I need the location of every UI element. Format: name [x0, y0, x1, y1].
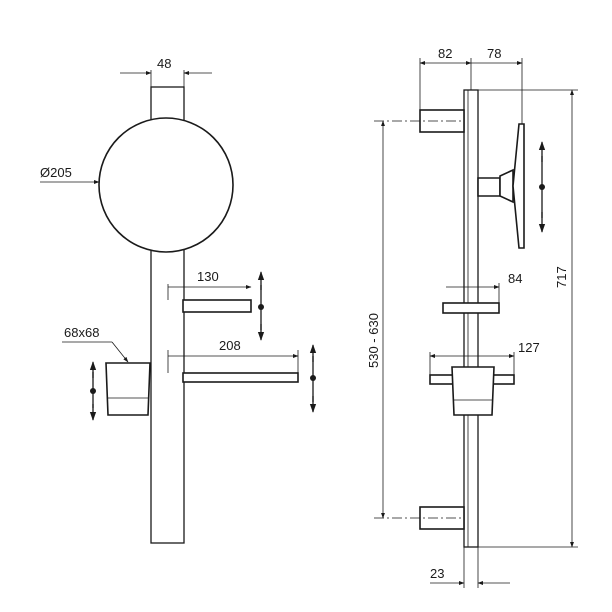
dim-top-width-label: 48 [157, 56, 171, 71]
side-rail [463, 89, 479, 548]
front-mirror [98, 117, 234, 253]
dim-cup-label: 68x68 [64, 325, 99, 340]
upper-shelf-adjust-dot [258, 304, 264, 310]
side-mirror-arm [477, 177, 501, 197]
dim-82-label: 82 [438, 46, 452, 61]
side-mirror-plate [512, 123, 525, 249]
front-lower-shelf [182, 372, 299, 383]
lower-shelf-adjust-dot [310, 375, 316, 381]
side-cup [451, 366, 495, 416]
front-pole [150, 86, 185, 544]
dim-23-label: 23 [430, 566, 444, 581]
mirror-adjust-dot [539, 184, 545, 190]
front-cup [105, 362, 151, 416]
front-view: 48 Ø205 130 208 68x68 [40, 56, 317, 544]
side-mirror-joint [499, 168, 514, 204]
cup-adjust-dot [90, 388, 96, 394]
front-upper-shelf [182, 299, 252, 313]
dim-total-height-label: 717 [554, 266, 569, 288]
dim-84-label: 84 [508, 271, 522, 286]
side-view: 82 78 84 127 530 - 630 717 23 [366, 46, 578, 588]
dim-diameter-label: Ø205 [40, 165, 72, 180]
dim-78-label: 78 [487, 46, 501, 61]
side-upper-shelf [442, 302, 500, 314]
dim-lower-shelf-label: 208 [219, 338, 241, 353]
dim-upper-shelf-label: 130 [197, 269, 219, 284]
dim-cup-leader-arrow [111, 341, 129, 363]
dim-127-label: 127 [518, 340, 540, 355]
dim-bracket-spacing-label: 530 - 630 [366, 313, 381, 368]
